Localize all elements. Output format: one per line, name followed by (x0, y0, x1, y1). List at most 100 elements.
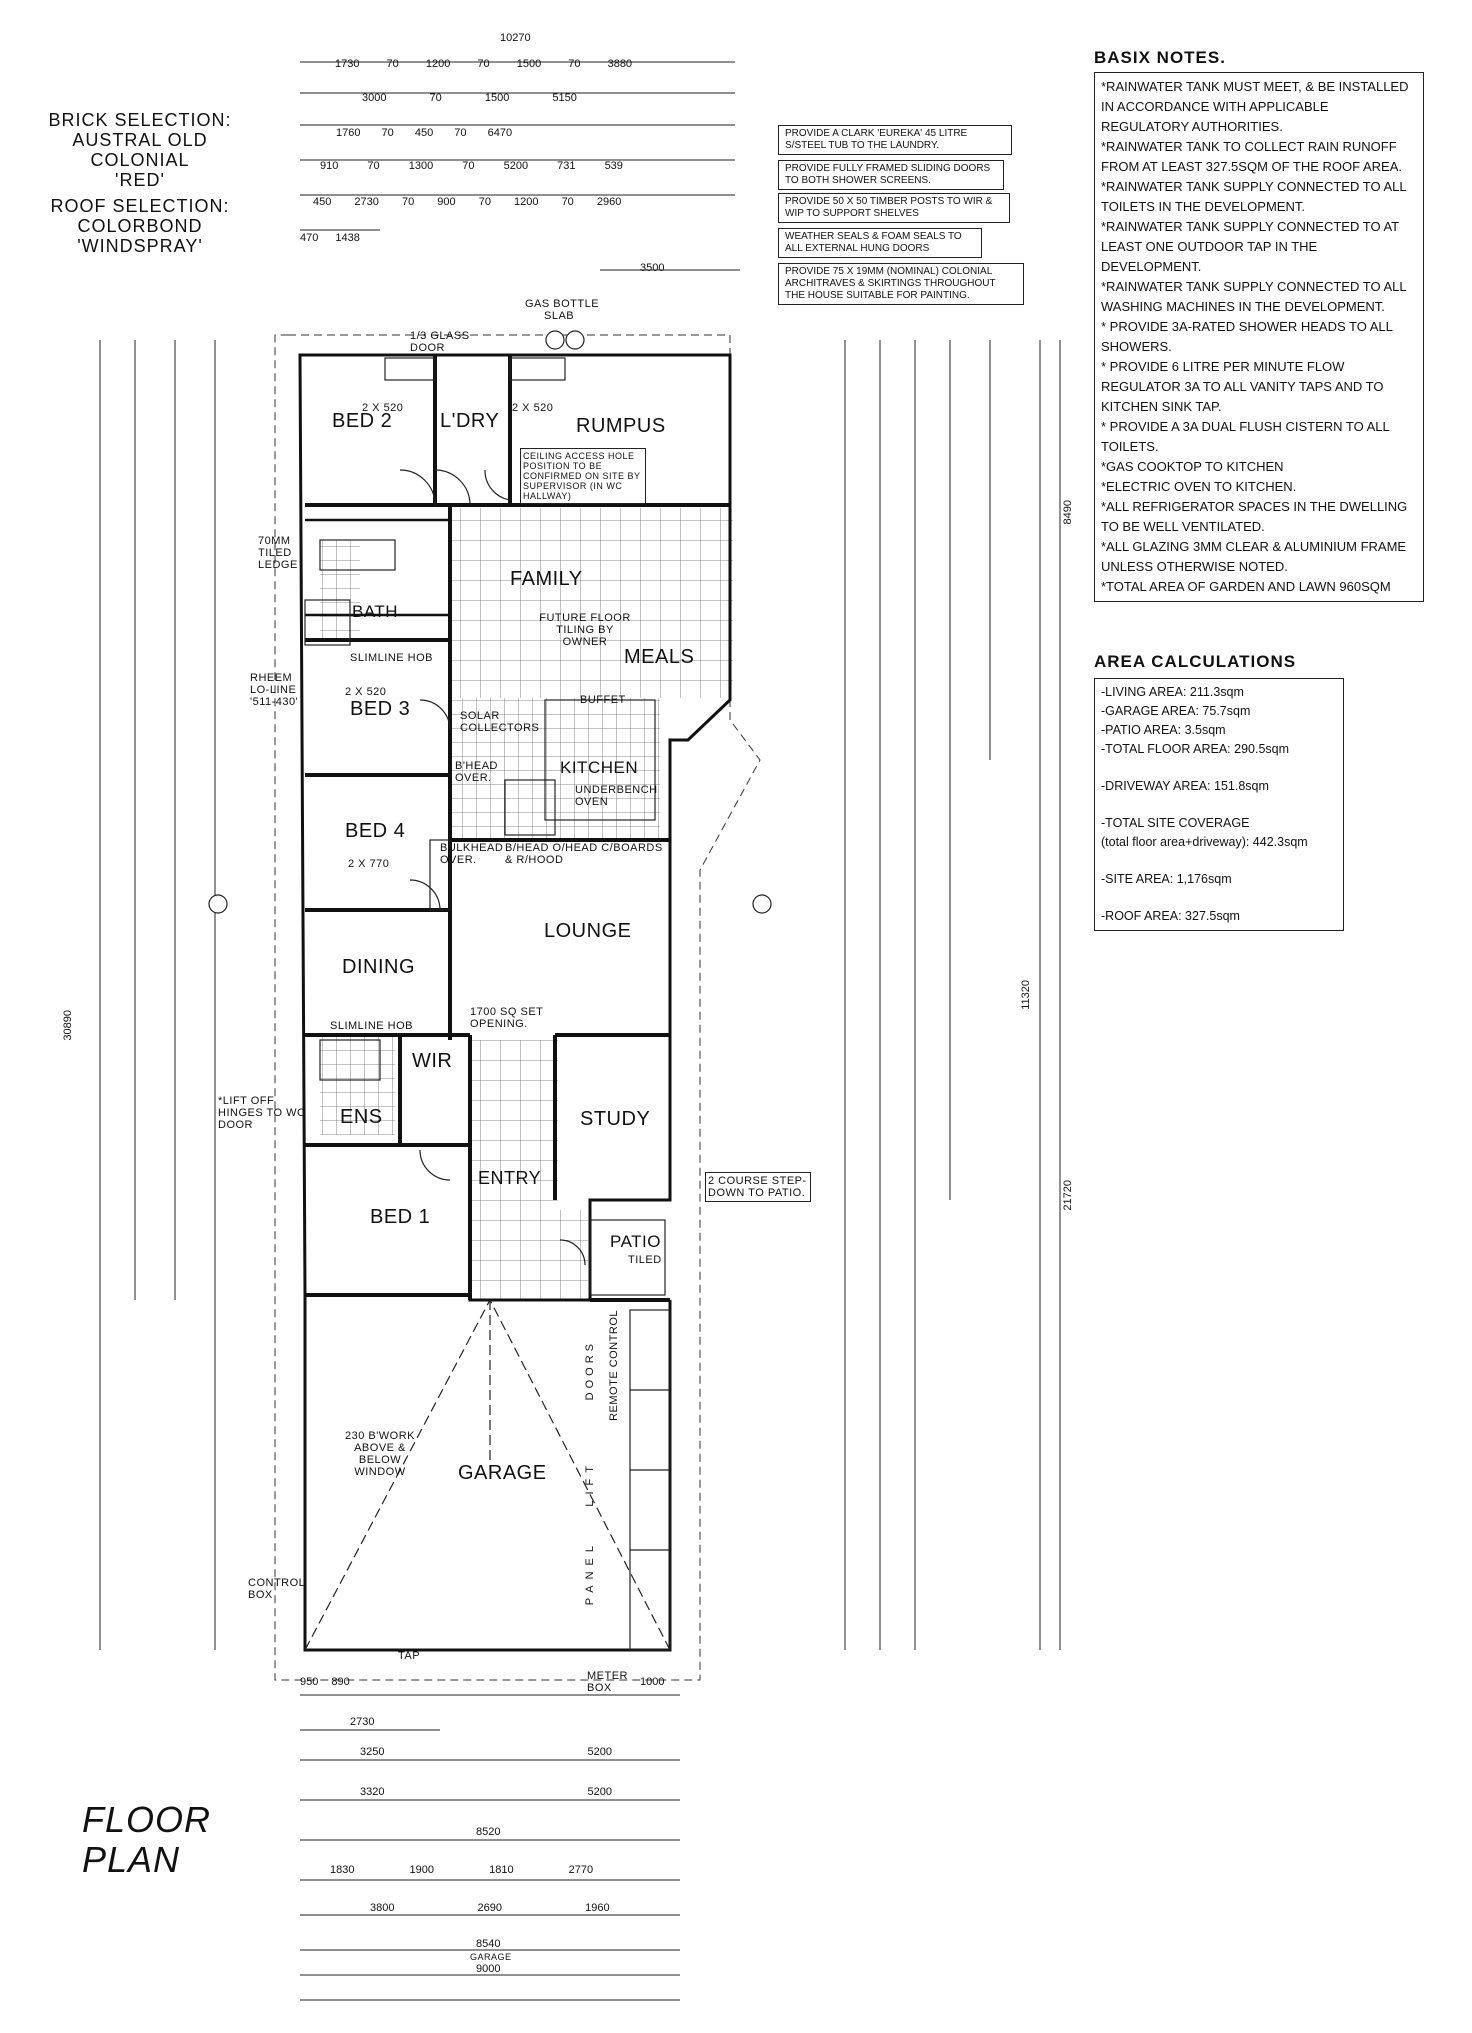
title-line-1: FLOOR (82, 1799, 212, 1840)
dim-bottom-1000: 1000 (640, 1676, 665, 1688)
bulkhead-label: BULKHEAD OVER. (440, 842, 504, 866)
sq-set-label: 1700 SQ SET OPENING. (470, 1006, 544, 1030)
area-patio: -PATIO AREA: 3.5sqm (1101, 723, 1226, 737)
room-bed1: BED 1 (370, 1206, 431, 1228)
basix-item: *RAINWATER TANK SUPPLY CONNECTED TO AT L… (1101, 219, 1399, 274)
dim-bottom-tail: 950 890 (300, 1676, 350, 1688)
dim-bottom-total: 9000 (476, 1963, 501, 1975)
dim-value: 3000 (362, 92, 387, 104)
dim-value: 910 (320, 160, 339, 172)
garage-doors-text: DOORS (584, 1340, 596, 1401)
dim-value: 6470 (487, 127, 513, 139)
room-wir: WIR (412, 1050, 453, 1072)
bathtub (319, 539, 396, 571)
dim-value: 450 (313, 196, 332, 208)
slimline-hob-bath: SLIMLINE HOB (350, 652, 434, 664)
title-line-2: PLAN (82, 1839, 181, 1880)
bed2-robe (384, 357, 436, 381)
basix-box: *RAINWATER TANK MUST MEET, & BE INSTALLE… (1094, 72, 1424, 602)
dim-left-total: 30890 (62, 1010, 74, 1041)
dim-value: 1200 (514, 196, 539, 208)
bhead-over-label: B'HEAD OVER. (455, 760, 498, 784)
room-lounge: LOUNGE (544, 920, 632, 942)
roof-boundary (274, 334, 761, 1681)
room-rumpus: RUMPUS (576, 415, 666, 437)
dim-value: 900 (437, 196, 456, 208)
dim-overall-top: 10270 (500, 32, 531, 44)
dim-bottom-ensuite-row: 1830 1900 1810 2770 (330, 1864, 593, 1876)
dim-value: 1200 (425, 58, 451, 70)
area-total-floor: -TOTAL FLOOR AREA: 290.5sqm (1101, 742, 1290, 756)
dim-value: 1438 (335, 232, 360, 244)
shower-bath (304, 599, 351, 646)
basix-item: *RAINWATER TANK TO COLLECT RAIN RUNOFF F… (1101, 139, 1403, 174)
tap-label: TAP (398, 1650, 421, 1662)
dim-bottom-2730: 2730 (350, 1716, 375, 1728)
section-a-right (752, 894, 772, 914)
dimension-lines (99, 61, 1061, 2001)
area-site: -SITE AREA: 1,176sqm (1101, 872, 1232, 886)
dim-value: 1500 (516, 58, 542, 70)
future-floor-note: FUTURE FLOOR TILING BY OWNER (539, 612, 631, 648)
dim-value: 1960 (585, 1902, 610, 1914)
area-garage: -GARAGE AREA: 75.7sqm (1101, 704, 1251, 718)
basix-item: *GAS COOKTOP TO KITCHEN (1101, 459, 1284, 474)
dim-top-tail: 3500 (640, 262, 665, 274)
room-bed3: BED 3 (350, 698, 411, 720)
dim-top-row6: 470 1438 (300, 232, 360, 244)
dim-value: 539 (604, 160, 623, 172)
slimline-hob-ens: SLIMLINE HOB (330, 1020, 414, 1032)
control-box-label: CONTROL BOX (248, 1577, 305, 1601)
area-site-coverage-detail: (total floor area+driveway): 442.3sqm (1101, 835, 1308, 849)
room-study: STUDY (580, 1108, 651, 1130)
patio-tiled-label: TILED (628, 1254, 662, 1266)
section-a-left (208, 894, 228, 914)
garage-panel-text: PANEL (584, 1540, 596, 1606)
step-down-note: 2 COURSE STEP-DOWN TO PATIO. (705, 1172, 811, 1202)
roof-value: COLORBOND (77, 216, 203, 236)
glass-door-label: 1/3 GLASS DOOR (410, 330, 470, 354)
dim-value: 3880 (607, 58, 633, 70)
dim-value: 70 (401, 196, 415, 208)
basix-item: * PROVIDE 3A-RATED SHOWER HEADS TO ALL S… (1101, 319, 1393, 354)
basix-item: *ELECTRIC OVEN TO KITCHEN. (1101, 479, 1297, 494)
room-ensuite: ENS (340, 1106, 383, 1128)
note-shower-doors: PROVIDE FULLY FRAMED SLIDING DOORS TO BO… (778, 160, 1004, 190)
underbench-oven-label: UNDERBENCH OVEN (575, 784, 658, 808)
garage-lift-text: LIFT (584, 1460, 596, 1507)
dim-value: 5200 (587, 1786, 613, 1798)
bath-tiles (320, 540, 360, 640)
dim-value: 1730 (335, 58, 360, 70)
dim-value: 3800 (370, 1902, 395, 1914)
dim-bottom-dine: 8520 (476, 1826, 501, 1838)
roof-selection: ROOF SELECTION: COLORBOND 'WINDSPRAY' (40, 196, 240, 256)
room-meals: MEALS (624, 646, 695, 668)
roof-color: 'WINDSPRAY' (77, 236, 203, 256)
dim-value: 5200 (503, 160, 529, 172)
room-garage: GARAGE (458, 1462, 547, 1484)
bwork-note: 230 B'WORK ABOVE & BELOW WINDOW (344, 1430, 416, 1478)
brick-color: 'RED' (115, 170, 165, 190)
bed3-robe-door: 2 x 520 (345, 686, 387, 698)
basix-item: * PROVIDE A 3A DUAL FLUSH CISTERN TO ALL… (1101, 419, 1390, 454)
dim-value: 70 (568, 58, 581, 70)
bhead-ohead-label: B/HEAD O/HEAD C/BOARDS & R/HOOD (505, 842, 663, 866)
dim-value: 70 (454, 127, 467, 139)
garage-door (629, 1309, 671, 1651)
ens-tiles (320, 1035, 395, 1135)
dim-value: 2730 (354, 196, 379, 208)
dim-bottom-bed4: 3250 5200 (360, 1746, 612, 1758)
basix-item: *ALL REFRIGERATOR SPACES IN THE DWELLING… (1101, 499, 1408, 534)
dim-value: 950 (300, 1676, 319, 1688)
dim-value: 70 (429, 92, 442, 104)
lift-off-note: *LIFT OFF HINGES TO WC DOOR (218, 1095, 306, 1131)
roof-title: ROOF SELECTION: (50, 196, 230, 216)
room-bath: BATH (352, 602, 399, 621)
area-title: AREA CALCULATIONS (1094, 652, 1297, 671)
dim-value: 1810 (489, 1864, 514, 1876)
dim-value: 3250 (360, 1746, 385, 1758)
section-markers (208, 330, 772, 914)
dim-right-total: 21720 (1062, 1180, 1074, 1211)
room-kitchen: KITCHEN (560, 758, 639, 777)
